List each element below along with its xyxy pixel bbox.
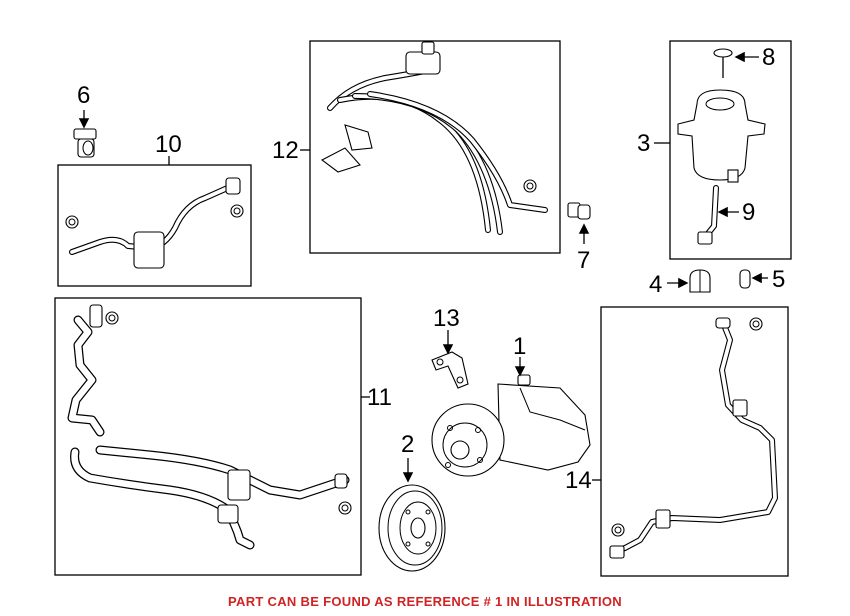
callout-11: 11 [367, 384, 392, 411]
callout-10: 10 [155, 131, 182, 158]
box-10-hose [57, 164, 252, 287]
part-14-line [609, 317, 778, 559]
part-2-pulley [378, 484, 446, 572]
callout-2: 2 [401, 431, 414, 458]
callout-13: 13 [433, 305, 460, 332]
callout-1: 1 [513, 333, 526, 360]
callout-14: 14 [565, 467, 592, 494]
callout-9: 9 [742, 199, 755, 226]
callout-4: 4 [649, 271, 662, 298]
part-3-reservoir [677, 89, 766, 183]
reference-caption: PART CAN BE FOUND AS REFERENCE # 1 IN IL… [228, 594, 622, 609]
part-12-lines [320, 41, 548, 235]
part-4-filter [689, 269, 711, 293]
part-8-cap [713, 48, 733, 78]
callout-3: 3 [637, 130, 650, 157]
callout-5: 5 [772, 266, 785, 293]
part-6-fitting [73, 128, 97, 158]
part-11-hose [67, 304, 352, 550]
part-5-sleeve [739, 269, 751, 289]
callout-12: 12 [272, 137, 299, 164]
part-10-hose [65, 177, 244, 269]
part-9-hose [697, 185, 719, 245]
part-7-fitting [567, 202, 591, 220]
callout-8: 8 [762, 44, 775, 71]
box-12-lines [309, 40, 561, 254]
callout-7: 7 [577, 247, 590, 274]
callout-6: 6 [77, 82, 90, 109]
box-11-hose [54, 297, 362, 576]
box-3-reservoir [669, 40, 792, 260]
part-13-bracket [431, 351, 469, 389]
part-1-pump [431, 374, 591, 477]
box-14-line [600, 306, 789, 577]
